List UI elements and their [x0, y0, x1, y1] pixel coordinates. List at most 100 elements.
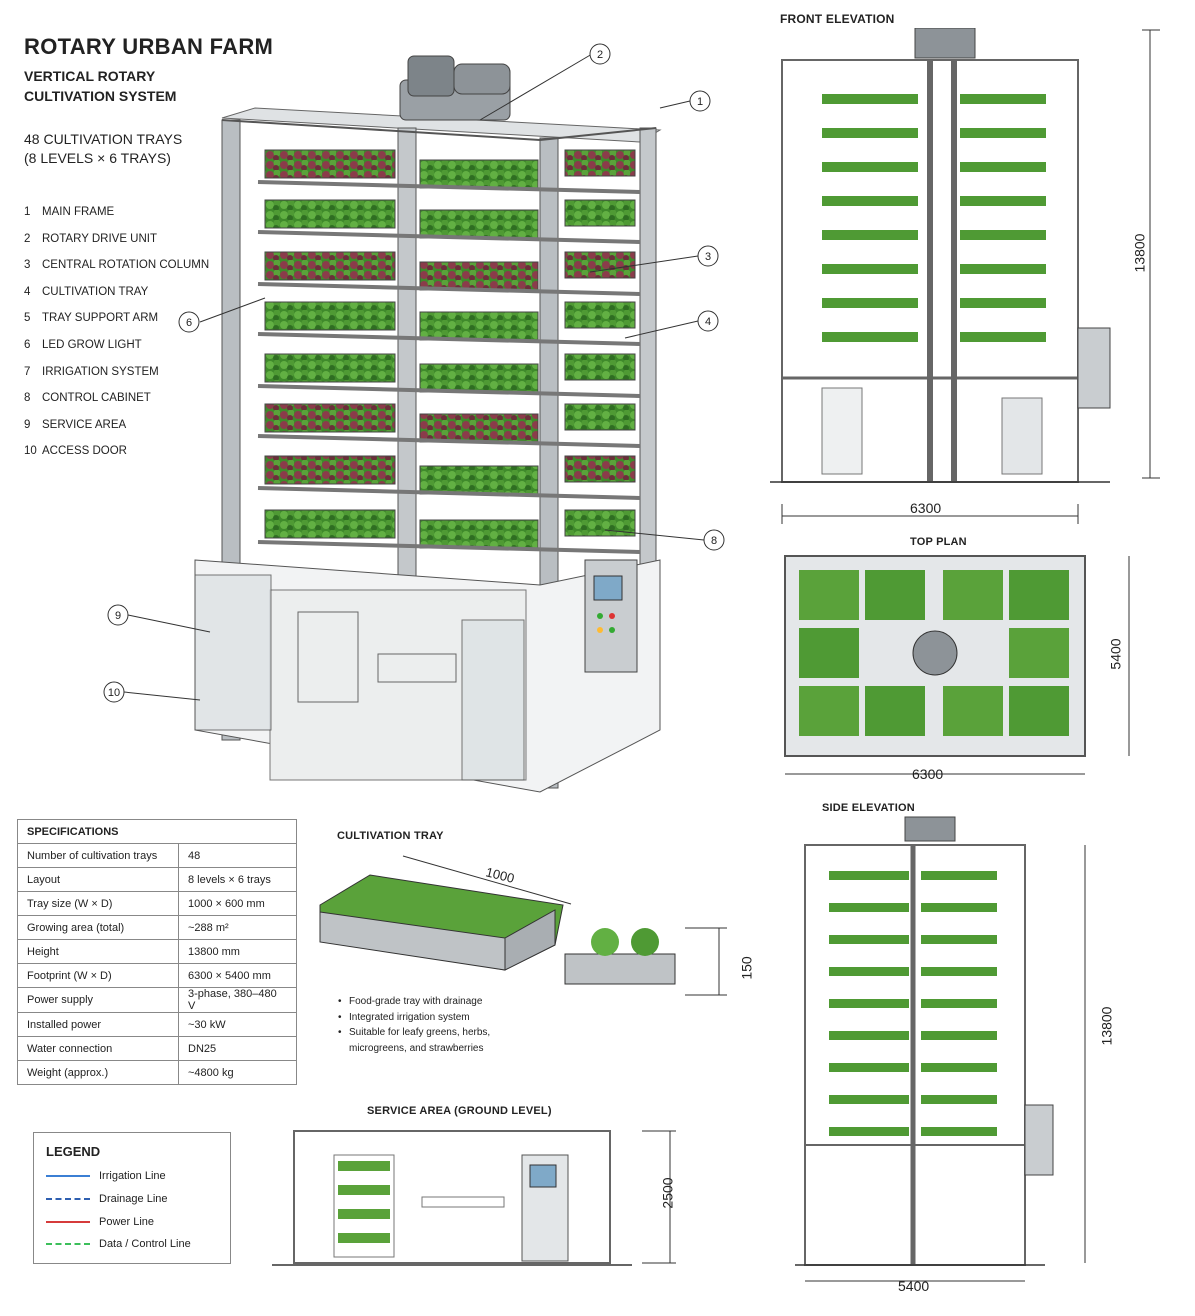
part-label: LED GROW LIGHT	[42, 338, 142, 351]
parts-list-item: 4 CULTIVATION TRAY	[24, 286, 209, 313]
spec-value: 13800 mm	[178, 939, 297, 964]
specifications-table: SPECIFICATIONS Number of cultivation tra…	[17, 819, 297, 1085]
spec-value: DN25	[178, 1036, 297, 1061]
spec-label: Layout	[17, 867, 179, 892]
front-width-dimension: 6300	[910, 500, 942, 516]
parts-list-item: 9 SERVICE AREA	[24, 419, 209, 446]
table-row: Growing area (total)~288 m²	[17, 915, 297, 940]
trays-summary: 48 CULTIVATION TRAYS (8 LEVELS × 6 TRAYS…	[24, 130, 264, 168]
trays-summary-line2: (8 LEVELS × 6 TRAYS)	[24, 150, 171, 166]
legend-item-data-control: Data / Control Line	[46, 1233, 230, 1256]
page-subtitle: VERTICAL ROTARY CULTIVATION SYSTEM	[24, 68, 177, 104]
front-height-dimension: 13800	[1131, 233, 1148, 273]
spec-value: ~30 kW	[178, 1012, 297, 1037]
table-row: Tray size (W × D)1000 × 600 mm	[17, 891, 297, 916]
callout-9: 9	[115, 610, 121, 622]
part-number: 6	[24, 338, 31, 351]
part-label: SERVICE AREA	[42, 418, 127, 431]
tray-note: Integrated irrigation system	[338, 1010, 518, 1026]
front-elevation-drawing	[770, 28, 1160, 524]
data-control-line-swatch	[46, 1243, 90, 1246]
top-plan-drawing	[784, 555, 1130, 775]
legend-label: Drainage Line	[99, 1193, 168, 1206]
callout-10: 10	[108, 687, 120, 699]
part-label: CONTROL CABINET	[42, 392, 151, 405]
tray-note: Food-grade tray with drainage	[338, 994, 518, 1010]
part-label: MAIN FRAME	[42, 206, 115, 218]
tray-note: Suitable for leafy greens, herbs, microg…	[338, 1025, 518, 1056]
side-elevation-label: SIDE ELEVATION	[822, 802, 915, 814]
service-area-drawing	[272, 1130, 676, 1266]
spec-label: Installed power	[17, 1012, 179, 1037]
spec-value: ~288 m²	[178, 915, 297, 940]
irrigation-line-swatch	[46, 1175, 90, 1178]
callout-8: 8	[711, 535, 717, 547]
top-width-dimension: 6300	[912, 766, 944, 782]
spec-value: 48	[178, 843, 297, 868]
legend-item-drainage: Drainage Line	[46, 1188, 230, 1211]
spec-value: 3-phase, 380–480 V	[178, 987, 297, 1013]
tray-notes: Food-grade tray with drainage Integrated…	[338, 994, 518, 1056]
parts-list-item: 2 ROTARY DRIVE UNIT	[24, 233, 209, 260]
cultivation-tray-drawing: 1000	[319, 855, 727, 996]
legend: LEGEND Irrigation Line Drainage Line Pow…	[33, 1132, 231, 1264]
front-elevation-label: FRONT ELEVATION	[780, 12, 895, 26]
spec-label: Footprint (W × D)	[17, 963, 179, 988]
legend-item-irrigation: Irrigation Line	[46, 1165, 230, 1188]
side-width-dimension: 5400	[898, 1278, 930, 1294]
top-depth-dimension: 5400	[1107, 638, 1124, 670]
table-row: Installed power~30 kW	[17, 1012, 297, 1037]
legend-label: Irrigation Line	[99, 1170, 166, 1183]
spec-label: Tray size (W × D)	[17, 891, 179, 916]
tray-height-dimension: 150	[738, 956, 755, 980]
part-label: ROTARY DRIVE UNIT	[42, 232, 158, 245]
drainage-line-swatch	[46, 1198, 90, 1201]
callout-2: 2	[597, 49, 603, 61]
spec-value: 1000 × 600 mm	[178, 891, 297, 916]
part-number: 9	[24, 418, 31, 431]
spec-label: Number of cultivation trays	[17, 843, 179, 868]
spec-label: Power supply	[17, 987, 179, 1013]
control-cabinet	[584, 559, 638, 673]
part-label: TRAY SUPPORT ARM	[42, 312, 159, 325]
rotary-drive-unit	[399, 55, 511, 121]
callouts	[103, 43, 725, 703]
part-label: CULTIVATION TRAY	[42, 285, 149, 298]
top-plan-label: TOP PLAN	[910, 536, 967, 548]
spec-value: 8 levels × 6 trays	[178, 867, 297, 892]
callout-1: 1	[697, 96, 703, 108]
table-row: Weight (approx.)~4800 kg	[17, 1060, 297, 1085]
part-number: 4	[24, 285, 31, 298]
part-number: 2	[24, 232, 31, 245]
spec-value: 6300 × 5400 mm	[178, 963, 297, 988]
table-row: Footprint (W × D)6300 × 5400 mm	[17, 963, 297, 988]
trays-summary-line1: 48 CULTIVATION TRAYS	[24, 131, 183, 147]
legend-label: Data / Control Line	[99, 1238, 191, 1251]
tray-length-dimension: 1000	[484, 864, 516, 886]
spec-value: ~4800 kg	[178, 1060, 297, 1085]
spec-label: Weight (approx.)	[17, 1060, 179, 1085]
cultivation-tray-label: CULTIVATION TRAY	[337, 830, 444, 842]
spec-label: Height	[17, 939, 179, 964]
spec-label: Growing area (total)	[17, 915, 179, 940]
specs-header: SPECIFICATIONS	[17, 819, 297, 844]
callout-3: 3	[705, 251, 711, 263]
parts-list-item: 6 LED GROW LIGHT	[24, 339, 209, 366]
side-height-dimension: 13800	[1098, 1006, 1115, 1046]
service-height-dimension: 2500	[659, 1177, 676, 1209]
callout-6: 6	[186, 317, 192, 329]
part-label: IRRIGATION SYSTEM	[42, 365, 159, 378]
specs-header-row: SPECIFICATIONS	[17, 819, 297, 844]
front-tray-rows	[822, 94, 1046, 342]
service-area-label: SERVICE AREA (GROUND LEVEL)	[367, 1105, 552, 1117]
